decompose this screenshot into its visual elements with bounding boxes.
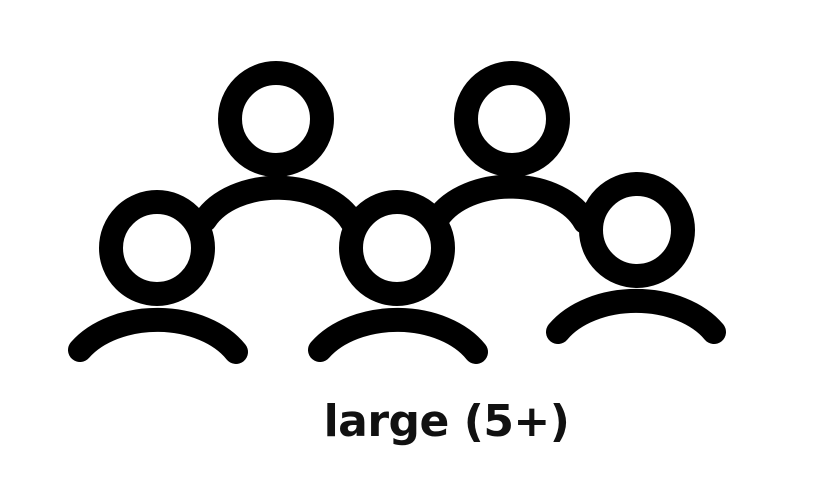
person-front-middle-shoulders-icon: [308, 307, 488, 364]
person-front-right-head-icon: [579, 172, 695, 288]
person-back-right-head-icon: [454, 61, 570, 177]
person-back-left-shoulders-icon: [193, 175, 364, 234]
person-back-left-head-icon: [218, 61, 334, 177]
person-front-right-shoulders-icon: [546, 288, 726, 344]
person-back-right-shoulders-icon: [426, 174, 597, 234]
person-front-left-head-icon: [99, 190, 215, 306]
person-front-left-shoulders-icon: [68, 307, 248, 364]
person-front-middle-head-icon: [339, 190, 455, 306]
group-size-label: large (5+): [323, 396, 570, 447]
